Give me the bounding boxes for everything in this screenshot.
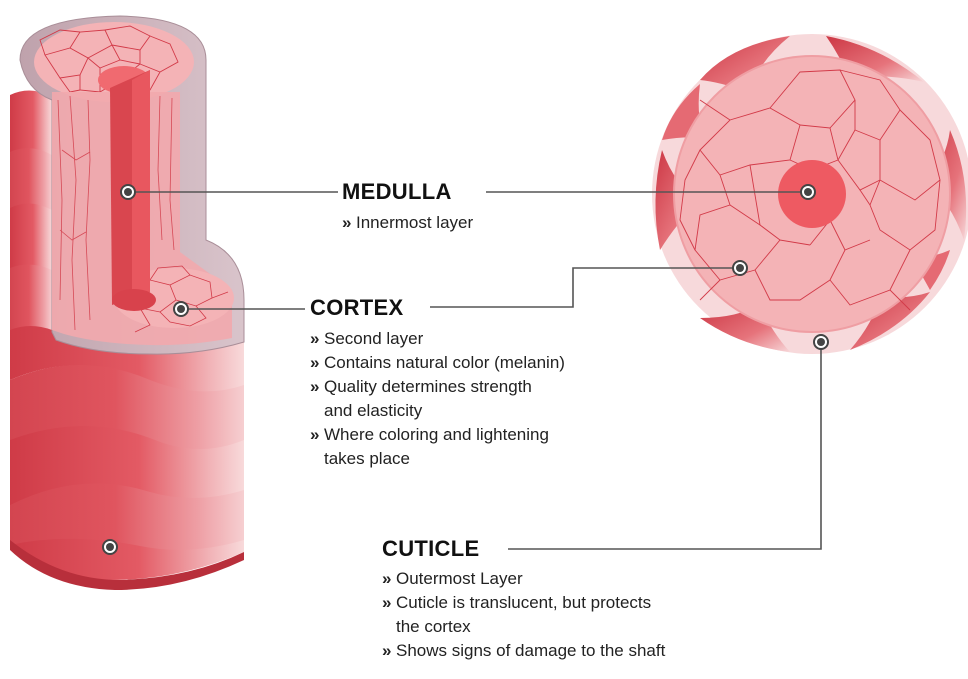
cortex-title: CORTEX — [310, 296, 565, 320]
list-item: Innermost layer — [342, 211, 473, 235]
list-item: Where coloring and lightening takes plac… — [310, 423, 565, 471]
cortex-label: CORTEX Second layer Contains natural col… — [310, 296, 565, 471]
list-item: Second layer — [310, 327, 565, 351]
list-item: Shows signs of damage to the shaft — [382, 639, 665, 663]
cortex-marker-left — [174, 302, 188, 316]
cuticle-label: CUTICLE Outermost Layer Cuticle is trans… — [382, 537, 665, 663]
list-item: Contains natural color (melanin) — [310, 351, 565, 375]
medulla-marker-right — [801, 185, 815, 199]
cortex-marker-right — [733, 261, 747, 275]
list-item: Outermost Layer — [382, 567, 665, 591]
medulla-marker-left — [121, 185, 135, 199]
medulla-title: MEDULLA — [342, 180, 473, 204]
cuticle-marker-left — [103, 540, 117, 554]
list-item: Quality determines strength and elastici… — [310, 375, 565, 423]
cortex-notes: Second layer Contains natural color (mel… — [310, 327, 565, 471]
list-item: Cuticle is translucent, but protects the… — [382, 591, 665, 639]
cuticle-title: CUTICLE — [382, 537, 665, 561]
cuticle-notes: Outermost Layer Cuticle is translucent, … — [382, 567, 665, 663]
cuticle-marker-right — [814, 335, 828, 349]
medulla-label: MEDULLA Innermost layer — [342, 180, 473, 235]
medulla-notes: Innermost layer — [342, 211, 473, 235]
hair-shaft-cutaway — [10, 16, 244, 590]
